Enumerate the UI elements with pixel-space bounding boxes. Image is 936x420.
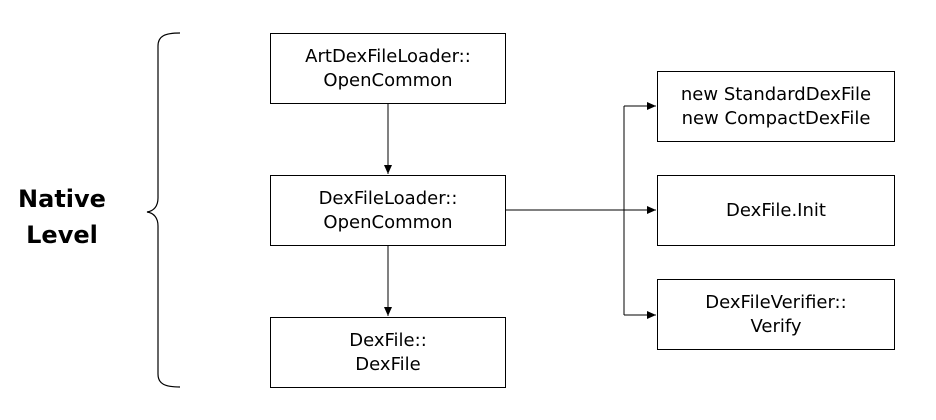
node-label-line: OpenCommon xyxy=(323,69,453,91)
node-label-line: DexFileLoader:: xyxy=(318,187,458,209)
node-dexfile-init: DexFile.Init xyxy=(657,175,895,246)
node-label-line: OpenCommon xyxy=(323,211,453,233)
node-label-line: DexFile:: xyxy=(349,329,427,351)
node-dexfile-constructor: DexFile:: DexFile xyxy=(270,317,506,388)
node-new-dexfile-variants: new StandardDexFile new CompactDexFile xyxy=(657,71,895,142)
native-level-label: Native Level xyxy=(12,181,112,253)
node-label-line: DexFile xyxy=(355,353,421,375)
node-dexfile-verifier-verify: DexFileVerifier:: Verify xyxy=(657,279,895,350)
node-label-line: ArtDexFileLoader:: xyxy=(305,45,471,67)
node-label-line: new StandardDexFile xyxy=(680,83,872,105)
native-level-label-line1: Native xyxy=(18,185,106,213)
node-label-line: Verify xyxy=(750,315,802,337)
native-level-brace xyxy=(146,32,181,388)
node-label-line: new CompactDexFile xyxy=(681,107,871,129)
native-level-label-line2: Level xyxy=(26,221,98,249)
node-label-line: DexFile.Init xyxy=(726,199,826,221)
node-dex-file-loader-open-common: DexFileLoader:: OpenCommon xyxy=(270,175,506,246)
node-label-line: DexFileVerifier:: xyxy=(705,291,847,313)
node-art-dex-file-loader-open-common: ArtDexFileLoader:: OpenCommon xyxy=(270,33,506,104)
